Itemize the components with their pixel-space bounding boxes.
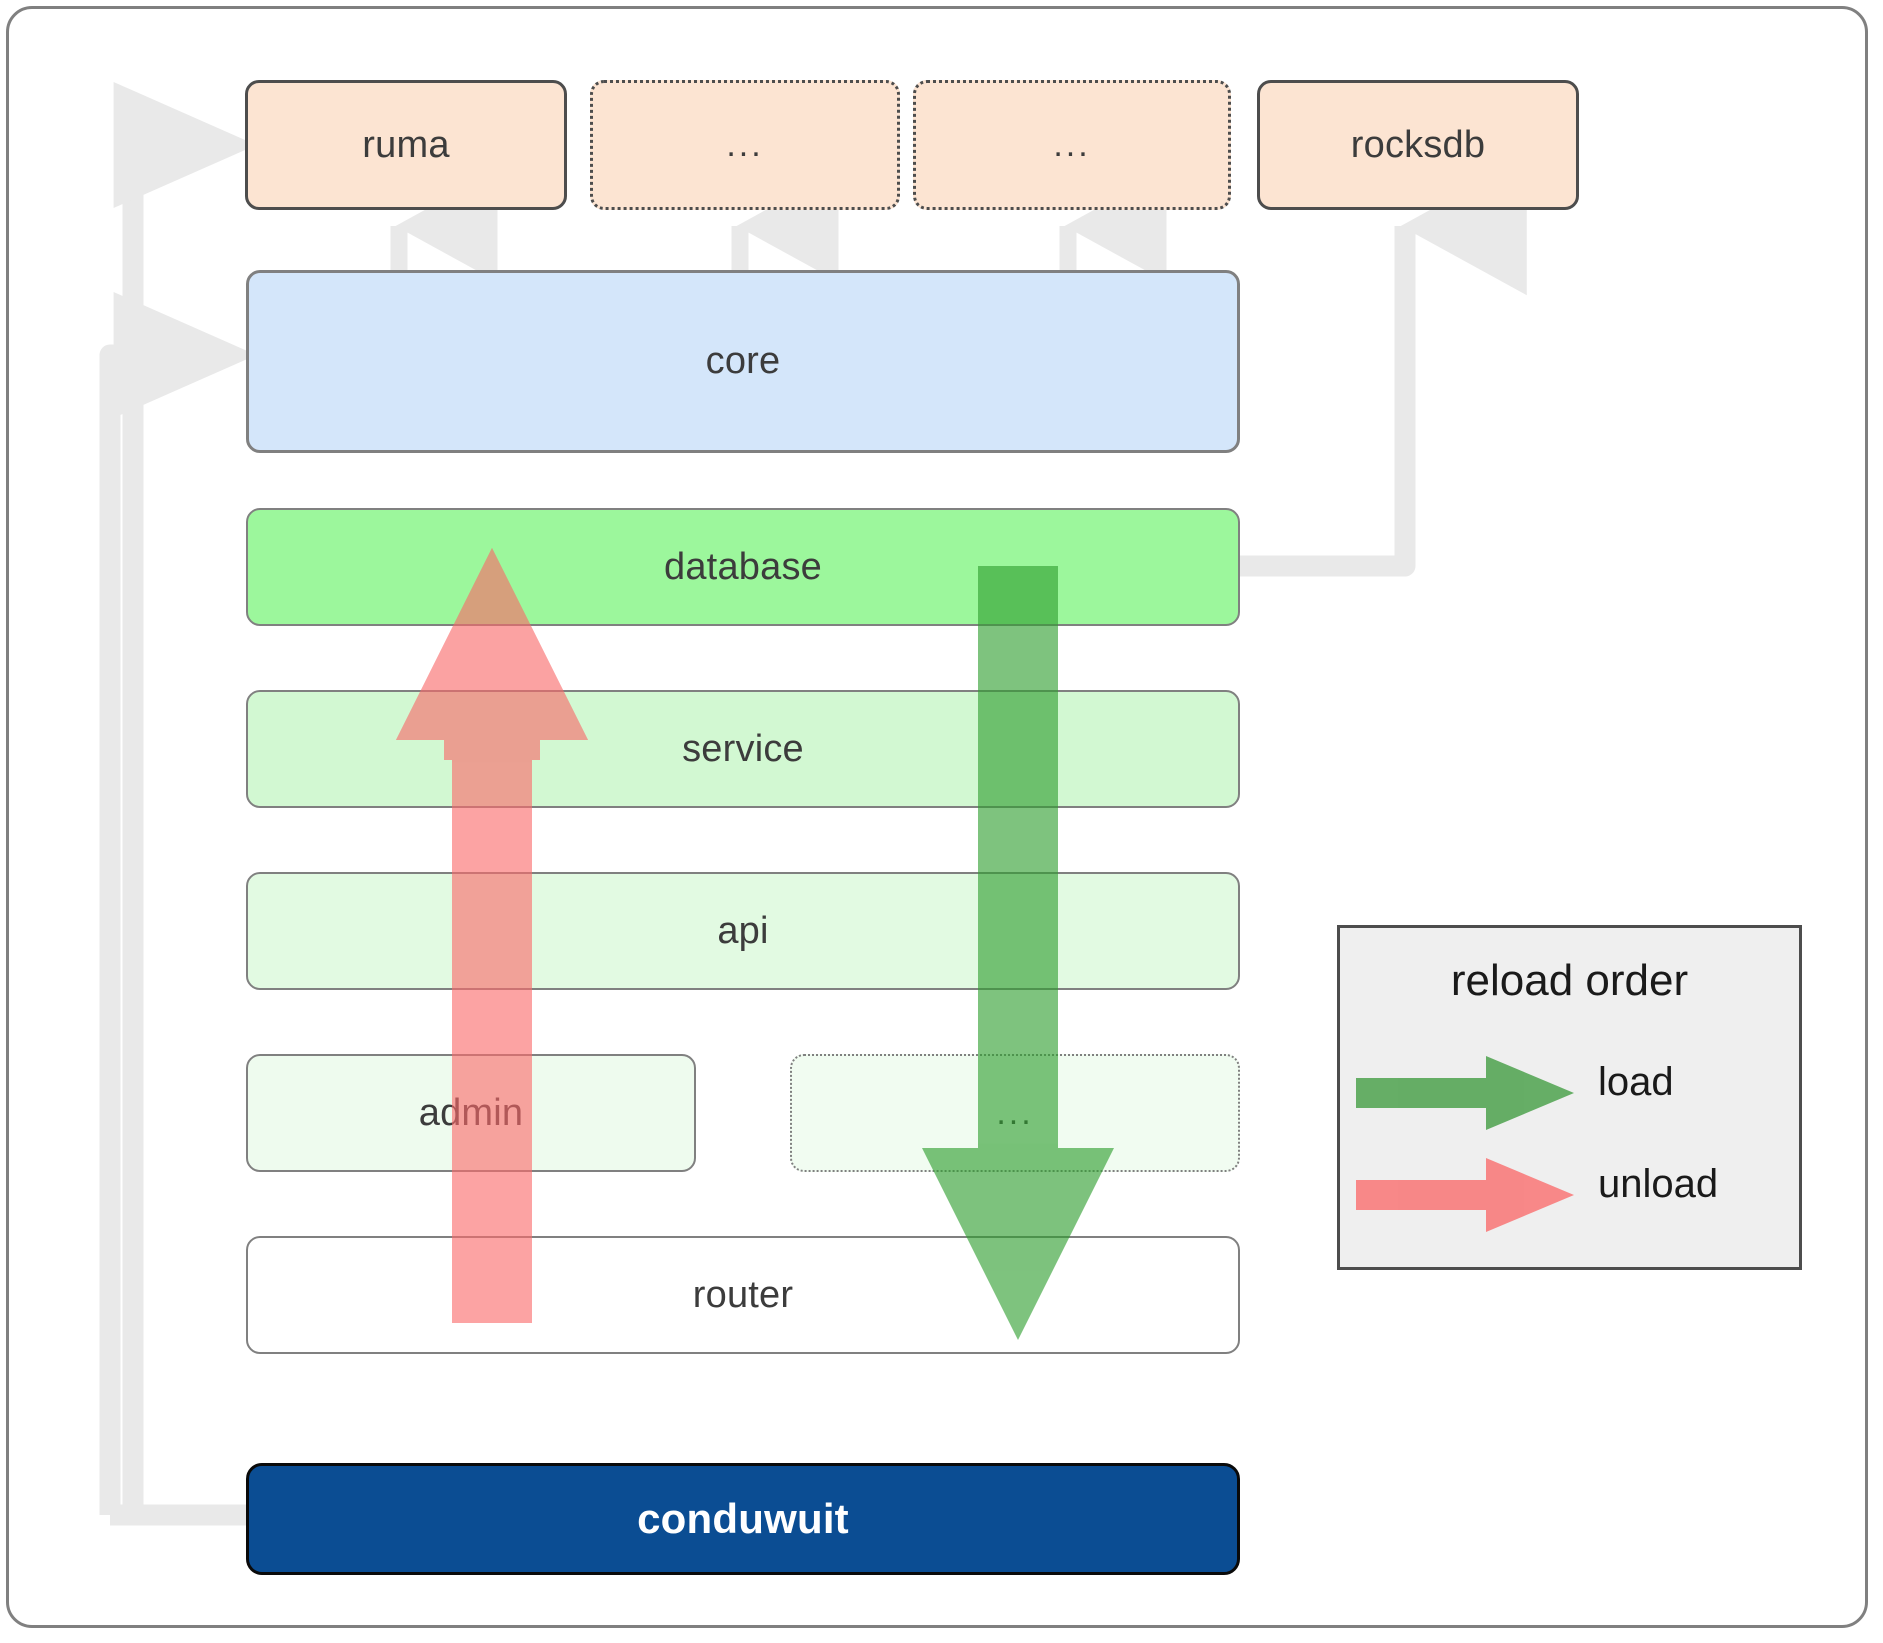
node-api-label: api bbox=[717, 909, 769, 952]
node-router-label: router bbox=[692, 1273, 794, 1316]
node-external-placeholder-2-label: ... bbox=[1053, 125, 1091, 164]
node-ruma[interactable]: ruma bbox=[245, 80, 567, 210]
diagram-frame bbox=[6, 6, 1868, 1628]
node-conduwuit[interactable]: conduwuit bbox=[246, 1463, 1240, 1575]
node-plugins-placeholder-label: ... bbox=[996, 1093, 1034, 1132]
legend-row-load: load bbox=[1340, 1048, 1799, 1138]
legend-panel: reload order load unload bbox=[1337, 925, 1802, 1270]
node-router[interactable]: router bbox=[246, 1236, 1240, 1354]
node-core[interactable]: core bbox=[246, 270, 1240, 453]
node-database[interactable]: database bbox=[246, 508, 1240, 626]
node-external-placeholder-2[interactable]: ... bbox=[913, 80, 1231, 210]
legend-title: reload order bbox=[1450, 956, 1689, 1005]
node-api[interactable]: api bbox=[246, 872, 1240, 990]
node-database-label: database bbox=[664, 545, 822, 588]
node-external-placeholder-1-label: ... bbox=[726, 125, 764, 164]
legend-unload-arrow-icon bbox=[1356, 1158, 1574, 1232]
node-external-placeholder-1[interactable]: ... bbox=[590, 80, 900, 210]
legend-row-unload: unload bbox=[1340, 1150, 1799, 1240]
node-service-label: service bbox=[682, 727, 804, 770]
node-rocksdb[interactable]: rocksdb bbox=[1257, 80, 1579, 210]
node-ruma-label: ruma bbox=[362, 123, 450, 166]
legend-unload-label: unload bbox=[1598, 1162, 1719, 1206]
node-rocksdb-label: rocksdb bbox=[1350, 123, 1486, 166]
node-admin[interactable]: admin bbox=[246, 1054, 696, 1172]
node-core-label: core bbox=[705, 340, 781, 382]
node-admin-label: admin bbox=[418, 1091, 524, 1134]
node-plugins-placeholder[interactable]: ... bbox=[790, 1054, 1240, 1172]
legend-load-arrow-icon bbox=[1356, 1056, 1574, 1130]
node-service[interactable]: service bbox=[246, 690, 1240, 808]
node-conduwuit-label: conduwuit bbox=[637, 1495, 849, 1542]
legend-load-label: load bbox=[1598, 1060, 1674, 1104]
